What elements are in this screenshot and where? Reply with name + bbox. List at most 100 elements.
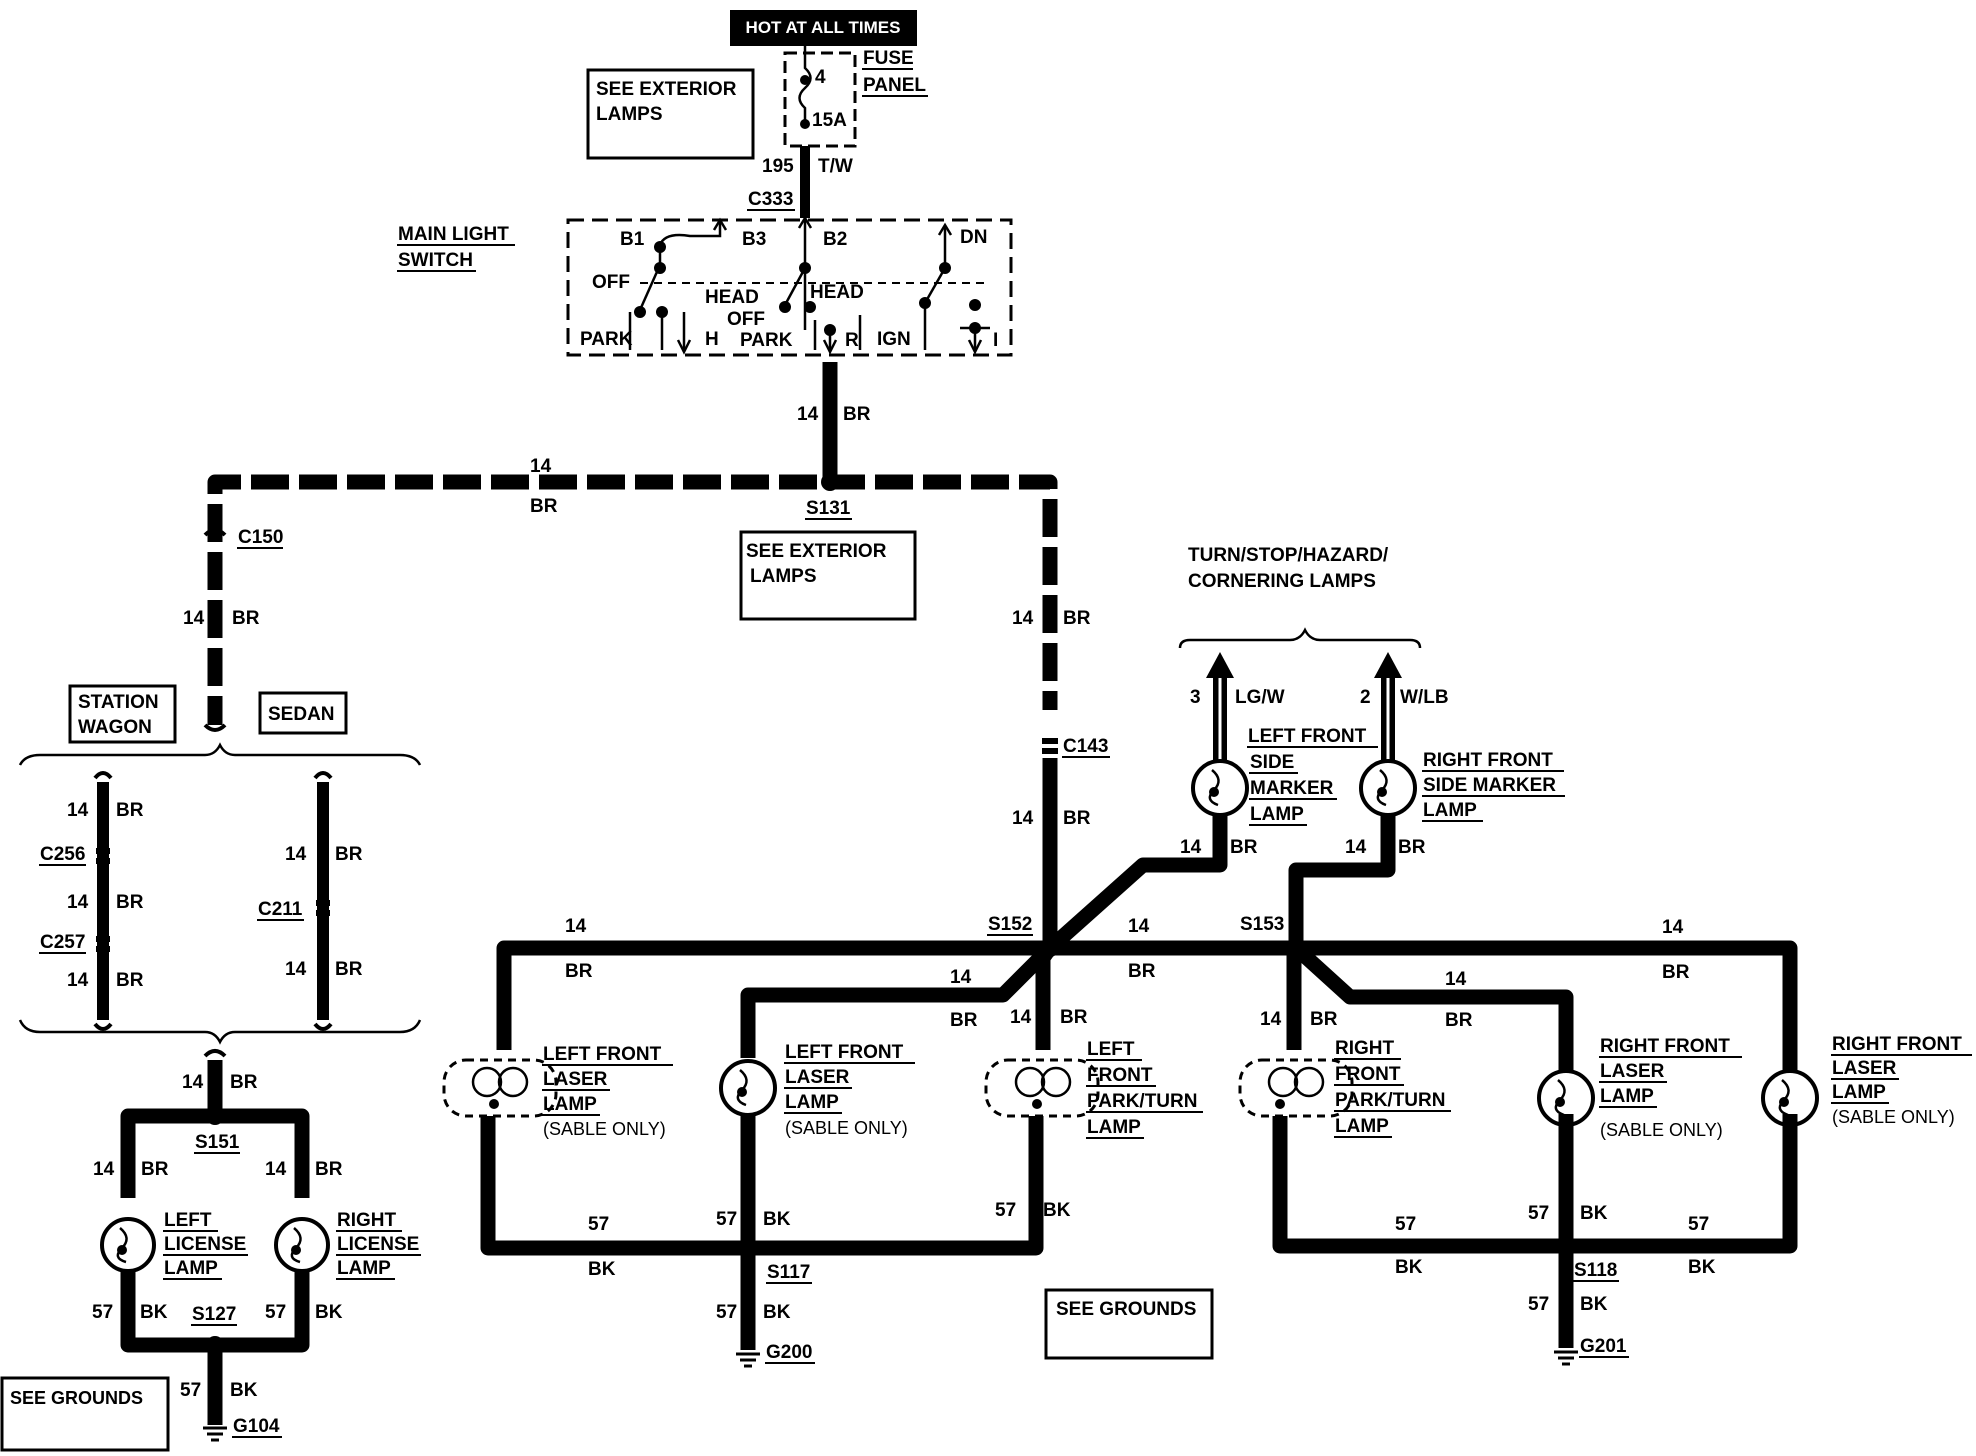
switch-head-2: HEAD: [810, 282, 864, 303]
circuit-57: 57: [1688, 1214, 1709, 1235]
circuit-14: 14: [67, 970, 89, 991]
station-label: STATION: [78, 692, 159, 713]
arrow-up-icon: [1206, 652, 1234, 678]
fuse-terminal-top: [800, 75, 810, 85]
right-front-park-turn-lamp: [1238, 1058, 1354, 1118]
color-br: BR: [116, 800, 144, 821]
lamp-label: RIGHT FRONT: [1832, 1034, 1962, 1055]
switch-i: I: [993, 330, 998, 351]
color-br: BR: [1128, 961, 1156, 982]
switch-ign: IGN: [877, 329, 911, 350]
circuit-57: 57: [716, 1209, 737, 1230]
circuit-195: 195: [762, 156, 794, 177]
fuse-terminal-bottom: [800, 119, 810, 129]
splice-s117-dot: [739, 1239, 757, 1257]
color-br: BR: [230, 1072, 258, 1093]
lamp-label: (SABLE ONLY): [543, 1119, 666, 1139]
lamp-label: RIGHT: [1335, 1038, 1395, 1059]
lamp-label: (SABLE ONLY): [1600, 1120, 1723, 1140]
color-bk: BK: [588, 1259, 616, 1280]
switch-b3: B3: [742, 229, 766, 250]
circuit-57: 57: [1395, 1214, 1416, 1235]
main-light-switch-title-2: SWITCH: [398, 250, 473, 271]
ground-g201-icon: [1554, 1350, 1578, 1366]
circuit-14: 14: [950, 967, 972, 988]
color-br: BR: [1063, 808, 1091, 829]
left-front-side-marker-lamp: [1191, 759, 1249, 817]
color-br: BR: [335, 844, 363, 865]
circuit-14: 14: [285, 844, 307, 865]
circuit-14: 14: [265, 1159, 287, 1180]
circuit-14: 14: [1012, 608, 1034, 629]
lamp-label: LASER: [1600, 1061, 1665, 1082]
lamp-label: LAMP: [1423, 800, 1477, 821]
fuse-number: 4: [815, 67, 826, 88]
circuit-14: 14: [285, 959, 307, 980]
circuit-14: 14: [182, 1072, 204, 1093]
lamp-label: (SABLE ONLY): [1832, 1107, 1955, 1127]
lamp-label: LASER: [543, 1069, 608, 1090]
switch-off-1: OFF: [592, 272, 630, 293]
splice-s127: S127: [192, 1304, 236, 1325]
circuit-14: 14: [67, 800, 89, 821]
color-bk: BK: [1043, 1200, 1071, 1221]
main-light-switch-title-1: MAIN LIGHT: [398, 224, 509, 245]
circuit-14: 14: [1345, 837, 1367, 858]
turn-stop-hazard-label-2: CORNERING LAMPS: [1188, 571, 1376, 592]
lamp-label: LAMP: [1250, 804, 1304, 825]
lamp-label: FRONT: [1335, 1064, 1401, 1085]
lamp-label: RIGHT FRONT: [1600, 1036, 1730, 1057]
ground-g200: G200: [766, 1342, 812, 1363]
splice-s118: S118: [1574, 1260, 1617, 1281]
note-text: SEE EXTERIOR: [596, 79, 737, 100]
color-tw: T/W: [818, 156, 853, 177]
color-br: BR: [1398, 837, 1426, 858]
color-bk: BK: [1395, 1257, 1423, 1278]
lamp-label: LASER: [1832, 1058, 1897, 1079]
left-front-park-turn-lamp: [984, 1058, 1100, 1118]
lamp-label: PARK/TURN: [1335, 1090, 1445, 1111]
arrow-up-icon: [1374, 652, 1402, 678]
lamp-label: LAMP: [543, 1094, 597, 1115]
main-light-switch-box: [566, 218, 1013, 357]
fuse-panel-label-1: FUSE: [863, 48, 914, 69]
color-br: BR: [1445, 1010, 1473, 1031]
circuit-3: 3: [1190, 687, 1201, 708]
color-br: BR: [116, 970, 144, 991]
lamp-label: (SABLE ONLY): [785, 1118, 908, 1138]
circuit-57: 57: [995, 1200, 1016, 1221]
switch-park-1: PARK: [580, 329, 633, 350]
hot-at-all-times-banner: [730, 10, 917, 46]
lamp-label: LEFT FRONT: [543, 1044, 662, 1065]
circuit-14: 14: [1445, 969, 1467, 990]
see-exterior-lamps-note-1: [586, 68, 755, 160]
note-text: SEE GROUNDS: [1056, 1299, 1196, 1320]
hot-at-all-times-label: HOT AT ALL TIMES: [746, 18, 901, 37]
lamp-label: RIGHT FRONT: [1423, 750, 1553, 771]
color-br: BR: [565, 961, 593, 982]
connector-c333: C333: [748, 189, 793, 210]
splice-s153: S153: [1240, 914, 1284, 935]
lamp-label: LAMP: [1832, 1082, 1886, 1103]
fuse-rating: 15A: [812, 110, 847, 131]
lamp-label: LEFT FRONT: [1248, 726, 1367, 747]
color-bk: BK: [1580, 1203, 1608, 1224]
lamp-label: LASER: [785, 1067, 850, 1088]
circuit-14: 14: [1012, 808, 1034, 829]
splice-s118-dot: [1557, 1237, 1575, 1255]
sedan-box: [258, 691, 348, 735]
station-wagon-box: [68, 684, 177, 744]
splice-s152: S152: [988, 914, 1032, 935]
color-wlb: W/LB: [1400, 687, 1449, 708]
circuit-57: 57: [92, 1302, 113, 1323]
color-bk: BK: [1580, 1294, 1608, 1315]
color-bk: BK: [315, 1302, 343, 1323]
color-lgw: LG/W: [1235, 687, 1285, 708]
ground-g201: G201: [1580, 1336, 1627, 1357]
connector-c257: C257: [40, 932, 85, 953]
circuit-57: 57: [1528, 1294, 1549, 1315]
lamp-label: LEFT: [164, 1210, 212, 1231]
left-license-lamp: [100, 1217, 156, 1273]
color-bk: BK: [763, 1209, 791, 1230]
